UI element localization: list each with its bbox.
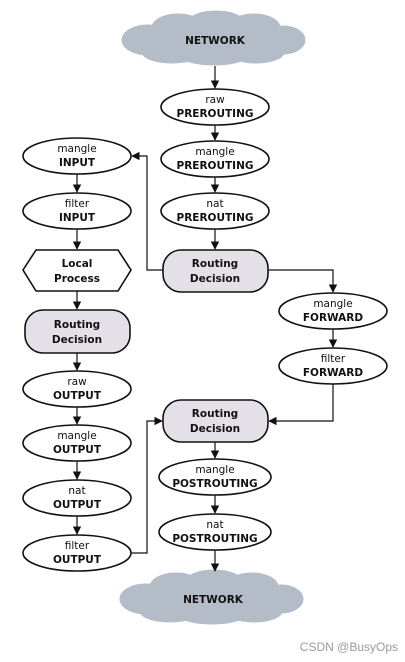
svg-text:Process: Process xyxy=(54,273,100,285)
svg-text:INPUT: INPUT xyxy=(59,157,96,169)
node-nat-prerouting: nat PREROUTING xyxy=(160,192,270,230)
svg-text:PREROUTING: PREROUTING xyxy=(177,108,254,120)
svg-text:Routing: Routing xyxy=(192,408,238,420)
network-cloud-bottom: NETWORK xyxy=(119,569,304,625)
flow-edges xyxy=(72,66,338,572)
node-filter-forward: filter FORWARD xyxy=(278,347,388,385)
node-mangle-prerouting: mangle PREROUTING xyxy=(160,140,270,178)
svg-text:mangle: mangle xyxy=(195,146,234,158)
node-mangle-output: mangle OUTPUT xyxy=(22,424,132,462)
svg-text:POSTROUTING: POSTROUTING xyxy=(172,478,257,490)
node-mangle-input: mangle INPUT xyxy=(22,137,132,175)
network-cloud-top: NETWORK xyxy=(121,10,306,66)
edge-routing-to-mangle-input xyxy=(131,151,163,271)
svg-text:OUTPUT: OUTPUT xyxy=(53,554,102,566)
node-routing-decision-3: Routing Decision xyxy=(162,399,269,443)
svg-text:OUTPUT: OUTPUT xyxy=(53,390,102,402)
node-nat-postrouting: nat POSTROUTING xyxy=(158,513,272,551)
svg-text:FORWARD: FORWARD xyxy=(303,367,364,379)
svg-text:Routing: Routing xyxy=(54,319,100,331)
svg-text:Routing: Routing xyxy=(192,258,238,270)
svg-text:mangle: mangle xyxy=(57,430,96,442)
svg-text:mangle: mangle xyxy=(195,464,234,476)
watermark: CSDN @BusyOps xyxy=(300,640,398,654)
svg-text:OUTPUT: OUTPUT xyxy=(53,444,102,456)
svg-text:INPUT: INPUT xyxy=(59,212,96,224)
svg-text:mangle: mangle xyxy=(313,298,352,310)
svg-text:OUTPUT: OUTPUT xyxy=(53,499,102,511)
svg-text:nat: nat xyxy=(206,198,223,210)
svg-text:nat: nat xyxy=(68,485,85,497)
network-label-bottom: NETWORK xyxy=(183,594,244,606)
node-routing-decision-1: Routing Decision xyxy=(162,249,269,293)
node-local-process: Local Process xyxy=(22,249,132,292)
svg-text:POSTROUTING: POSTROUTING xyxy=(172,533,257,545)
svg-text:filter: filter xyxy=(65,540,90,552)
svg-text:PREROUTING: PREROUTING xyxy=(177,212,254,224)
svg-text:Decision: Decision xyxy=(190,423,240,435)
svg-text:filter: filter xyxy=(65,198,90,210)
svg-text:nat: nat xyxy=(206,519,223,531)
svg-text:mangle: mangle xyxy=(57,143,96,155)
svg-text:FORWARD: FORWARD xyxy=(303,312,364,324)
node-raw-output: raw OUTPUT xyxy=(22,370,132,408)
node-routing-decision-2: Routing Decision xyxy=(24,309,131,354)
edge-routing-to-mangle-forward xyxy=(268,269,338,293)
network-label-top: NETWORK xyxy=(185,35,246,47)
node-raw-prerouting: raw PREROUTING xyxy=(160,88,270,126)
svg-text:filter: filter xyxy=(321,353,346,365)
node-mangle-postrouting: mangle POSTROUTING xyxy=(158,458,272,496)
svg-text:raw: raw xyxy=(67,376,87,388)
svg-text:Local: Local xyxy=(62,258,93,270)
svg-text:PREROUTING: PREROUTING xyxy=(177,160,254,172)
node-nat-output: nat OUTPUT xyxy=(22,479,132,517)
svg-text:Decision: Decision xyxy=(52,334,102,346)
svg-text:raw: raw xyxy=(205,94,225,106)
node-filter-output: filter OUTPUT xyxy=(22,534,132,572)
node-filter-input: filter INPUT xyxy=(22,192,132,230)
edge-filter-output-to-routing xyxy=(131,416,163,554)
node-mangle-forward: mangle FORWARD xyxy=(278,292,388,330)
edge-filter-forward-to-routing xyxy=(268,384,334,426)
svg-text:Decision: Decision xyxy=(190,273,240,285)
